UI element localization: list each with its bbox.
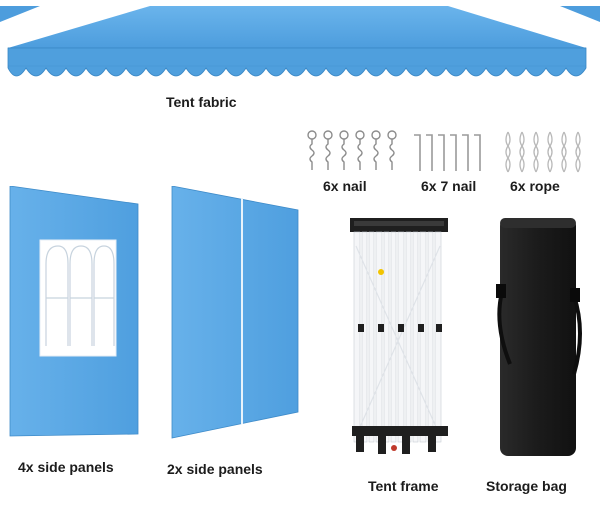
storage-bag-image <box>496 218 582 456</box>
rope-icon <box>505 131 581 173</box>
nail-6x-label: 6x nail <box>323 178 367 194</box>
nail-icon <box>307 130 397 170</box>
rope-label: 6x rope <box>510 178 560 194</box>
tent-frame-label: Tent frame <box>368 478 439 494</box>
nail-7-label: 6x 7 nail <box>421 178 477 194</box>
hook-nail-icon <box>414 134 481 171</box>
side-panel-solid-image <box>171 186 299 439</box>
tent-fabric-label: Tent fabric <box>166 94 237 110</box>
tent-frame-image <box>350 218 448 454</box>
side-panels-2x-label: 2x side panels <box>167 461 263 477</box>
storage-bag-label: Storage bag <box>486 478 567 494</box>
side-panels-4x-label: 4x side panels <box>18 459 114 475</box>
tent-fabric-image <box>0 6 600 77</box>
side-panel-window-image <box>9 186 139 437</box>
